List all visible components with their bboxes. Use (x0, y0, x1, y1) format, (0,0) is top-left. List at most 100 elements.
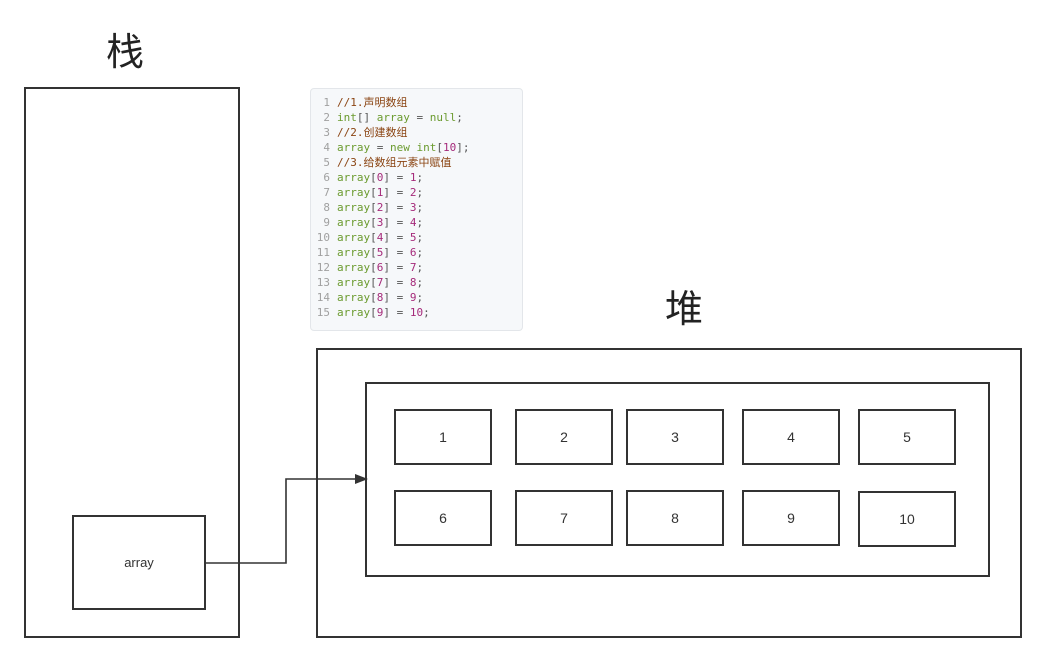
line-number: 2 (323, 111, 330, 124)
array-cell: 5 (858, 409, 956, 465)
code-line: 1 //1.声明数组 (311, 95, 522, 110)
code-token: 6 (409, 246, 417, 259)
code-text: array[4] = 5; (337, 230, 423, 245)
code-token: array (337, 171, 371, 184)
code-token: 4 (409, 216, 417, 229)
code-token: int (416, 141, 437, 154)
code-token: 7 (409, 261, 417, 274)
code-line: 14 array[8] = 9; (311, 290, 522, 305)
line-number: 12 (316, 261, 330, 274)
array-cell: 6 (394, 490, 492, 546)
code-token: = (370, 141, 390, 154)
code-token: array (337, 291, 371, 304)
code-text: //1.声明数组 (337, 95, 408, 110)
code-token: [] (356, 111, 377, 124)
array-cell: 10 (858, 491, 956, 547)
code-text: array[5] = 6; (337, 245, 423, 260)
code-token: [ (370, 201, 377, 214)
line-number: 1 (323, 96, 330, 109)
code-token: ; (456, 111, 463, 124)
code-token: //1.声明数组 (337, 96, 408, 109)
code-line: 8 array[2] = 3; (311, 200, 522, 215)
line-number: 3 (323, 126, 330, 139)
code-token: 0 (376, 171, 384, 184)
code-token: 8 (409, 276, 417, 289)
array-cell: 9 (742, 490, 840, 546)
code-token: [ (370, 231, 377, 244)
code-token: 7 (376, 276, 384, 289)
code-token: //3.给数组元素中赋值 (337, 156, 452, 169)
code-token: array (337, 216, 371, 229)
array-cell: 1 (394, 409, 492, 465)
code-token: [ (370, 171, 377, 184)
code-token: [ (370, 306, 377, 319)
line-number: 15 (316, 306, 330, 319)
code-line: 13 array[7] = 8; (311, 275, 522, 290)
array-cell: 2 (515, 409, 613, 465)
code-line: 5 //3.给数组元素中赋值 (311, 155, 522, 170)
line-number: 5 (323, 156, 330, 169)
code-token: ] = (383, 306, 410, 319)
line-number: 9 (323, 216, 330, 229)
code-token: null (429, 111, 457, 124)
code-token: array (337, 306, 371, 319)
code-token: ; (416, 231, 424, 244)
code-line: 3 //2.创建数组 (311, 125, 522, 140)
code-token: ] = (383, 216, 410, 229)
code-text: int[] array = null; (337, 110, 463, 125)
code-token: [ (370, 276, 377, 289)
code-text: array[7] = 8; (337, 275, 423, 290)
array-cell: 3 (626, 409, 724, 465)
line-number: 14 (316, 291, 330, 304)
array-reference-label: array (124, 555, 154, 570)
code-line: 6 array[0] = 1; (311, 170, 522, 185)
code-token: ; (416, 276, 424, 289)
line-number: 6 (323, 171, 330, 184)
code-token: 9 (376, 306, 384, 319)
line-number: 8 (323, 201, 330, 214)
code-token: array (337, 201, 371, 214)
code-line: 10 array[4] = 5; (311, 230, 522, 245)
code-token: 2 (376, 201, 384, 214)
code-token: array (337, 186, 371, 199)
code-token: ; (423, 306, 430, 319)
code-token: array (376, 111, 410, 124)
code-token: 4 (376, 231, 384, 244)
array-cell: 4 (742, 409, 840, 465)
array-cell: 7 (515, 490, 613, 546)
code-token: array (337, 261, 371, 274)
code-token: //2.创建数组 (337, 126, 408, 139)
code-token: ] = (383, 231, 410, 244)
code-token: 5 (409, 231, 417, 244)
code-token: array (337, 276, 371, 289)
code-text: array[0] = 1; (337, 170, 423, 185)
line-number: 10 (316, 231, 330, 244)
code-token: ; (416, 246, 424, 259)
code-token (410, 141, 417, 154)
stack-title: 栈 (106, 30, 145, 74)
code-token: ]; (456, 141, 470, 154)
heap-title: 堆 (665, 287, 704, 331)
code-token: int (337, 111, 357, 124)
code-token: 9 (409, 291, 417, 304)
code-token: ] = (383, 186, 410, 199)
code-token: ] = (383, 291, 410, 304)
code-token: ; (416, 186, 424, 199)
code-text: array[2] = 3; (337, 200, 423, 215)
code-text: array[3] = 4; (337, 215, 423, 230)
array-cell: 8 (626, 490, 724, 546)
line-number: 13 (316, 276, 330, 289)
code-token: [ (370, 186, 377, 199)
code-token: ] = (383, 261, 410, 274)
code-text: array[8] = 9; (337, 290, 423, 305)
code-token: 2 (409, 186, 417, 199)
code-token: array (337, 231, 371, 244)
line-number: 11 (316, 246, 330, 259)
code-text: //3.给数组元素中赋值 (337, 155, 452, 170)
code-token: array (337, 141, 371, 154)
code-token: array (337, 246, 371, 259)
